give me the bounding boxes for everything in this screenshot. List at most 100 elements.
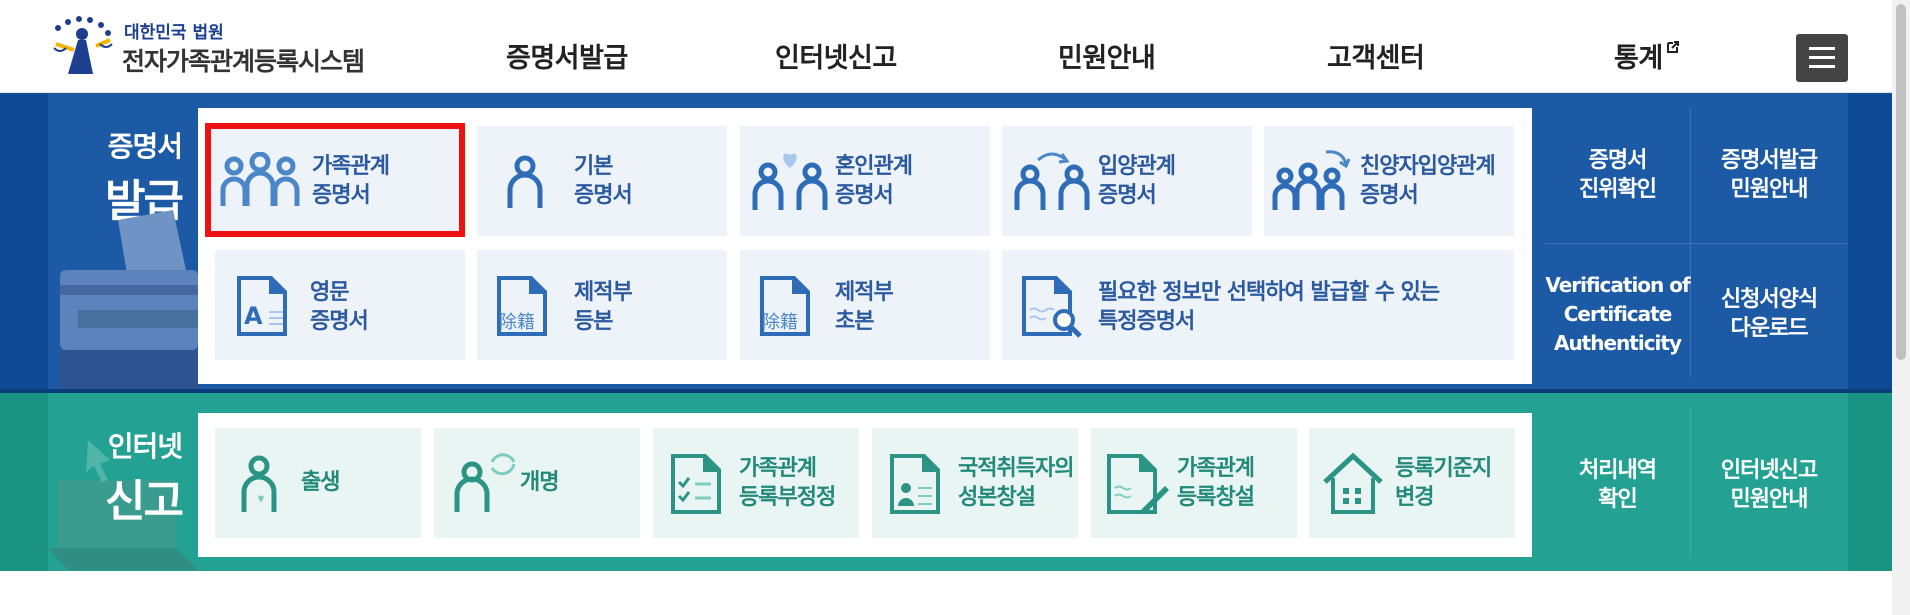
birth-report-card[interactable]: 출생 — [215, 428, 421, 538]
adoption-icon — [1014, 152, 1090, 210]
side-link-line1: 신청서양식 — [1720, 287, 1818, 312]
register-doc-icon: 除籍 — [497, 276, 547, 336]
card-label-line1: 기본 — [574, 154, 613, 179]
card-label-line2: 증명서 — [1098, 183, 1157, 208]
site-logo[interactable]: 대한민국 법원 전자가족관계등록시스템 — [48, 14, 368, 78]
printer-illustration-icon — [60, 210, 198, 390]
card-label-line1: 국적취득자의 — [958, 456, 1074, 481]
card-label-line1: 개명 — [520, 470, 559, 495]
english-doc-glyph: A — [244, 302, 263, 330]
couple-heart-icon — [752, 153, 828, 210]
side-link-line2: Certificate — [1563, 301, 1673, 326]
hamburger-icon-bar — [1809, 65, 1835, 68]
certificate-title-line1: 증명서 — [107, 130, 183, 163]
birth-icon — [241, 455, 277, 512]
side-link-line1: 증명서발급 — [1720, 148, 1818, 173]
side-link-line2: 다운로드 — [1730, 316, 1809, 341]
nav-statistics-label: 통계 — [1614, 43, 1663, 74]
side-divider — [1690, 408, 1691, 558]
logo-subtitle: 대한민국 법원 — [124, 23, 224, 43]
card-label-line2: 등록부정정 — [739, 485, 836, 510]
card-label-line2: 초본 — [835, 309, 874, 334]
card-label-line2: 등본 — [574, 309, 613, 334]
checklist-doc-icon — [671, 454, 721, 514]
side-link-line2: 확인 — [1598, 487, 1637, 512]
register-doc-icon: 除籍 — [760, 276, 810, 336]
card-label-line1: 필요한 정보만 선택하여 발급할 수 있는 — [1098, 280, 1440, 305]
internet-report-section-title: 인터넷 신고 — [88, 425, 184, 529]
card-label-line2: 성본창설 — [958, 485, 1036, 510]
register-doc-glyph: 除籍 — [762, 312, 798, 333]
doc-write-icon — [1107, 454, 1169, 514]
side-link-line2: 진위확인 — [1579, 177, 1657, 202]
rename-report-card[interactable]: 개명 — [434, 428, 640, 538]
card-label-line2: 증명서 — [310, 309, 369, 334]
side-link-line1: 인터넷신고 — [1720, 458, 1818, 483]
card-label-line2: 등록창설 — [1177, 485, 1255, 510]
report-title-line1: 인터넷 — [107, 430, 183, 463]
computer-illustration-icon — [48, 440, 198, 570]
hamburger-icon — [1809, 47, 1835, 50]
nav-certificate[interactable]: 증명서발급 — [506, 43, 628, 74]
logo-title: 전자가족관계등록시스템 — [122, 47, 365, 76]
nav-statistics[interactable]: 통계 — [1614, 36, 1680, 75]
scrollbar-thumb[interactable] — [1896, 4, 1906, 360]
card-label-line1: 가족관계 — [1177, 456, 1255, 481]
side-link-line3: Authenticity — [1553, 330, 1682, 355]
doc-search-icon — [1022, 276, 1082, 338]
nav-customer-center[interactable]: 고객센터 — [1327, 43, 1425, 74]
id-doc-icon — [890, 454, 940, 514]
nav-civil-guide[interactable]: 민원안내 — [1058, 43, 1156, 74]
card-label-line1: 입양관계 — [1098, 154, 1176, 179]
english-doc-icon: A — [237, 276, 287, 336]
court-emblem-icon — [53, 16, 113, 74]
card-label-line1: 영문 — [310, 280, 349, 305]
register-doc-glyph: 除籍 — [499, 312, 535, 333]
card-label: 출생 — [301, 468, 340, 497]
hamburger-menu-button[interactable] — [1796, 34, 1848, 82]
card-label: 개명 — [520, 468, 559, 497]
side-link-line1: 처리내역 — [1579, 458, 1657, 483]
card-label-line2: 증명서 — [1360, 183, 1419, 208]
card-label-line1: 혼인관계 — [835, 154, 913, 179]
nav-internet-report[interactable]: 인터넷신고 — [775, 43, 897, 74]
card-label-line2: 증명서 — [835, 183, 894, 208]
card-label-line2: 증명서 — [574, 183, 633, 208]
card-label-line1: 친양자입양관계 — [1360, 154, 1496, 179]
report-title-line2: 신고 — [105, 476, 184, 527]
card-label-line1: 제적부 — [574, 280, 633, 305]
card-label-line2: 변경 — [1395, 485, 1434, 510]
page-scrollbar[interactable] — [1892, 0, 1910, 615]
side-link-line2: 민원안내 — [1730, 487, 1809, 512]
side-link-line1: 증명서 — [1588, 148, 1648, 173]
